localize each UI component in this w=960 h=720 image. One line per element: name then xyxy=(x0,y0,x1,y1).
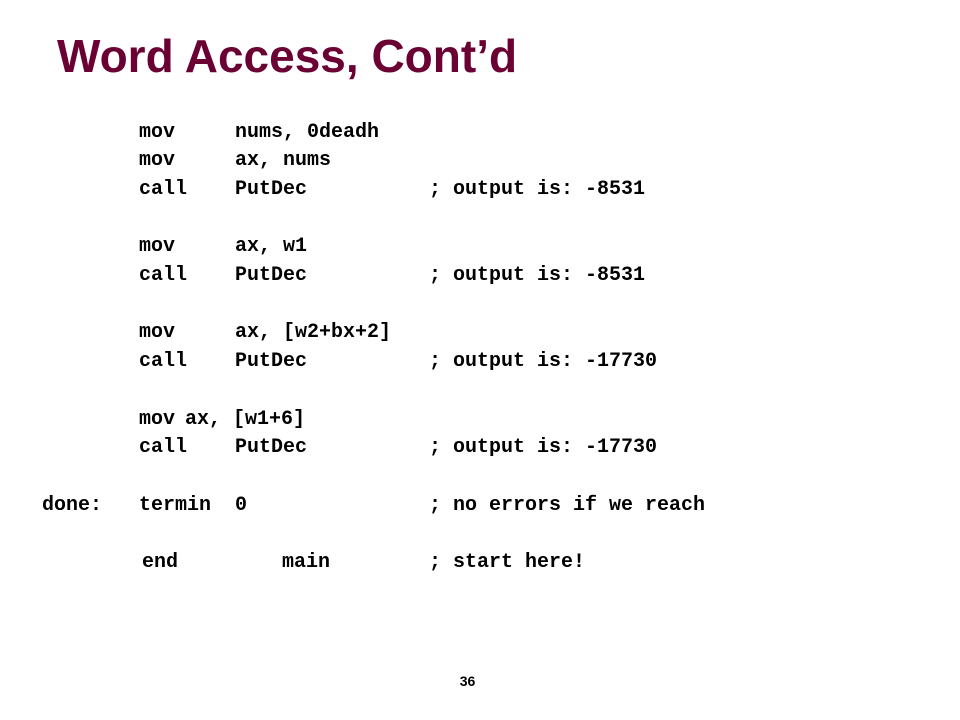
code-operand: ax, [w2+bx+2] xyxy=(235,321,392,344)
code-operand: nums, 0deadh xyxy=(235,121,380,144)
code-label: done: xyxy=(42,494,103,517)
code-operand: PutDec xyxy=(235,350,308,373)
code-op: mov xyxy=(139,321,176,344)
code-op: mov xyxy=(139,121,176,144)
code-op: call xyxy=(139,264,188,287)
code-operand: 0 xyxy=(235,494,248,517)
code-operand: PutDec xyxy=(235,178,308,201)
code-operand: PutDec xyxy=(235,436,308,459)
code-op: call xyxy=(139,436,188,459)
code-comment: ; no errors if we reach xyxy=(429,494,706,517)
slide-number: 36 xyxy=(459,673,476,689)
code-op: end xyxy=(142,551,179,574)
code-operand: PutDec xyxy=(235,264,308,287)
code-op: call xyxy=(139,178,188,201)
code-op: call xyxy=(139,350,188,373)
code-op: mov xyxy=(139,408,176,431)
code-comment: ; output is: -17730 xyxy=(429,350,658,373)
code-operand: ax, [w1+6] xyxy=(185,408,306,431)
code-op: mov xyxy=(139,149,176,172)
slide-title: Word Access, Cont’d xyxy=(57,30,518,82)
code-operand: main xyxy=(282,551,331,574)
code-comment: ; output is: -17730 xyxy=(429,436,658,459)
code-op: mov xyxy=(139,235,176,258)
code-comment: ; output is: -8531 xyxy=(429,178,646,201)
code-comment: ; start here! xyxy=(429,551,586,574)
code-op: termin xyxy=(139,494,212,517)
code-operand: ax, w1 xyxy=(235,235,308,258)
code-comment: ; output is: -8531 xyxy=(429,264,646,287)
code-operand: ax, nums xyxy=(235,149,332,172)
